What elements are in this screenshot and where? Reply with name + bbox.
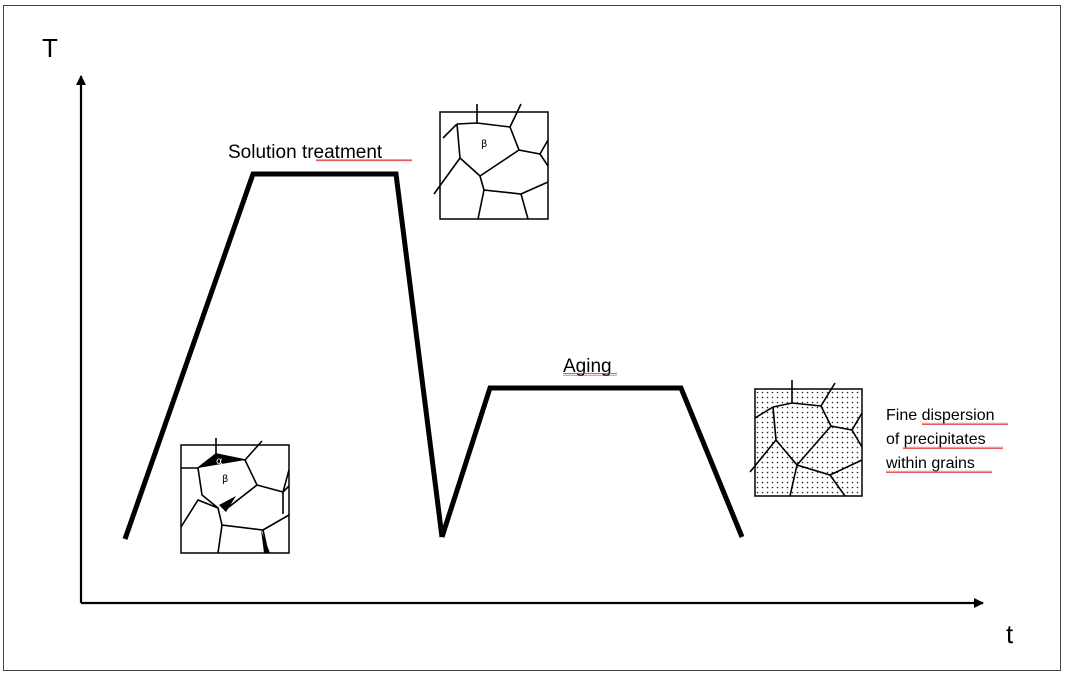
initial-microstructure: α β [180,438,290,554]
aging-curve [439,385,745,538]
y-axis-label: T [42,33,58,63]
fine-dispersion-label-line1: Fine dispersion [886,407,995,424]
aging-label: Aging [563,356,612,377]
x-axis-label: t [1006,619,1014,649]
figure-frame [3,5,1061,671]
aged-microstructure [749,380,863,497]
alpha-label: α [216,456,223,467]
fine-dispersion-label-line2: of precipitates [886,431,986,448]
spellcheck-underline [316,159,412,162]
spellcheck-underline [903,446,1003,449]
solution-treatment-curve [122,171,445,540]
fine-dispersion-label-line3: within grains [885,455,975,472]
solution-treated-microstructure: β [433,103,549,220]
spellcheck-underline [922,422,1008,425]
beta-label: β [222,474,228,485]
beta-label: β [481,139,487,150]
solution-treatment-label: Solution treatment [228,142,383,163]
spellcheck-underline [563,373,617,376]
spellcheck-underline [886,470,992,473]
